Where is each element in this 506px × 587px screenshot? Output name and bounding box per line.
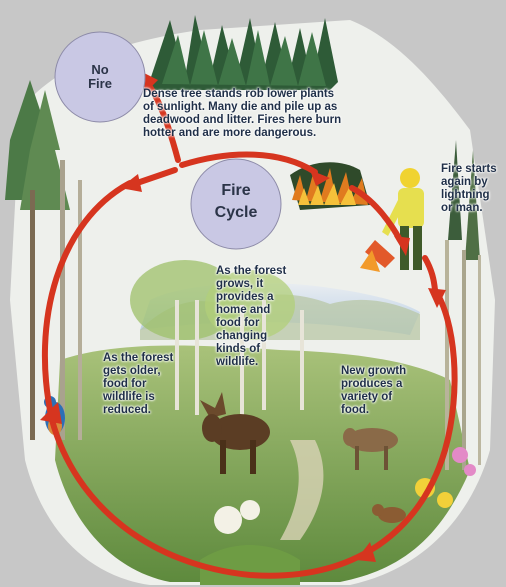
no-fire-label: No Fire xyxy=(70,63,130,91)
caption-dense-trees: Dense tree stands rob lower plants of su… xyxy=(143,88,393,140)
fire-cycle-label: Fire Cycle xyxy=(196,180,276,224)
caption-new-growth: New growth produces a variety of food. xyxy=(341,365,431,417)
caption-forest-grows: As the forest grows, it provides a home … xyxy=(216,265,311,369)
caption-fire-starts: Fire starts again by lightning or man. xyxy=(441,163,505,215)
forest-fire xyxy=(290,162,370,210)
caption-forest-older: As the forest gets older, food for wildl… xyxy=(103,352,198,417)
